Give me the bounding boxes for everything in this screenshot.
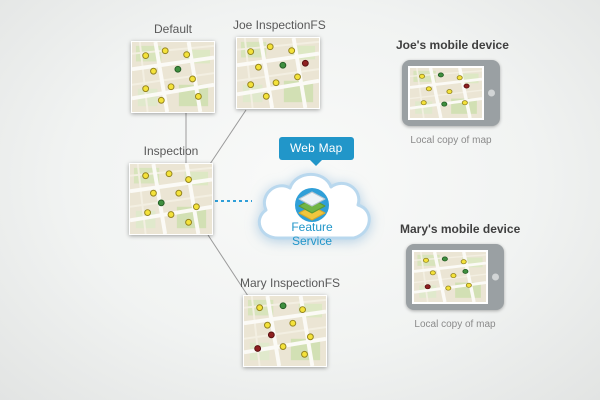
map-art <box>410 68 482 118</box>
tablet-mary <box>406 244 504 310</box>
tablet-home-button <box>492 273 499 281</box>
device-joe-caption: Local copy of map <box>410 135 492 146</box>
feature-service-label: Feature Service <box>291 220 333 248</box>
map-art <box>414 252 486 302</box>
tablet-home-button <box>488 89 495 97</box>
tablet-joe <box>402 60 500 126</box>
device-joe: Joe's mobile device Local copy of map <box>396 38 509 146</box>
label-inspection-version: Inspection <box>143 144 199 158</box>
device-mary-caption: Local copy of map <box>414 319 496 330</box>
device-mary-title: Mary's mobile device <box>400 222 521 236</box>
map-default-version <box>131 41 215 113</box>
map-art <box>237 38 319 108</box>
web-map-badge: Web Map <box>279 137 354 166</box>
node-inspection-version: Inspection <box>129 144 213 235</box>
map-art <box>244 296 326 366</box>
map-mary-version <box>243 295 327 367</box>
node-default-version: Default <box>131 22 215 113</box>
map-device-mary <box>412 250 488 304</box>
map-inspection-version <box>129 163 213 235</box>
device-mary: Mary's mobile device Local copy of map <box>400 222 521 330</box>
label-default-version: Default <box>153 22 193 36</box>
cloud-icon <box>257 172 371 240</box>
map-joe-version <box>236 37 320 109</box>
feature-service-cloud: Feature Service <box>246 158 378 254</box>
node-mary-version: Mary InspectionFS <box>240 276 341 367</box>
map-art <box>130 164 212 234</box>
label-mary-version: Mary InspectionFS <box>240 276 341 290</box>
device-joe-title: Joe's mobile device <box>396 38 509 52</box>
layers-icon <box>295 188 329 222</box>
map-art <box>132 42 214 112</box>
map-device-joe <box>408 66 484 120</box>
label-joe-version: Joe InspectionFS <box>233 18 326 32</box>
node-joe-version: Joe InspectionFS <box>233 18 326 109</box>
web-map-label: Web Map <box>290 141 343 155</box>
